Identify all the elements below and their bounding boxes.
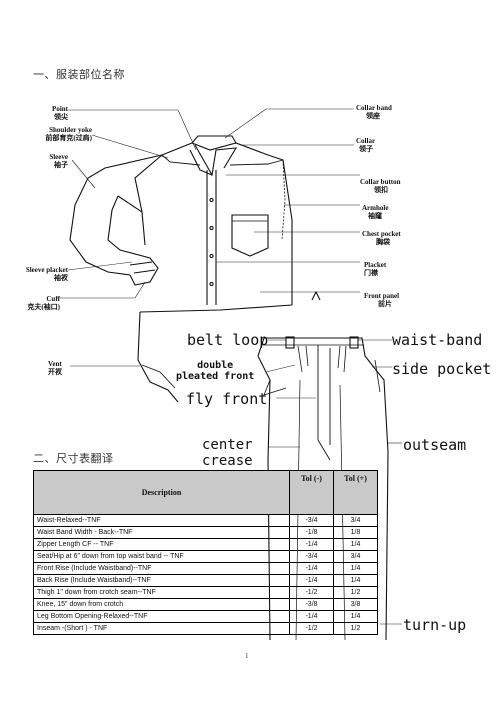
label-waist-band: waist-band: [392, 331, 483, 349]
label-sleeve-placket-cn: 袖衩: [54, 274, 68, 282]
section-title-garment-parts: 一、服装部位名称: [33, 69, 125, 81]
table-row: Leg Bottom Opening-Relaxed--TNF -1/4 1/4: [33, 610, 378, 623]
row-tol-minus: -3/4: [289, 514, 334, 527]
label-sleeve-placket-en: Sleeve placket: [25, 266, 68, 274]
label-armhole-en: Armhole: [362, 204, 389, 212]
label-chest-pocket-cn: 胸袋: [376, 238, 390, 246]
label-front-panel: Front panel 前片: [364, 292, 399, 308]
label-shoulder-yoke-en: Shoulder yoke: [49, 126, 92, 134]
label-sleeve: Sleeve 袖子: [8, 153, 68, 169]
label-placket: Placket 门襟: [364, 261, 386, 277]
label-collar: Collar 领子: [356, 137, 375, 153]
label-point: Point 领尖: [8, 105, 68, 121]
row-description: Leg Bottom Opening-Relaxed--TNF: [33, 610, 290, 623]
label-placket-cn: 门襟: [364, 269, 378, 277]
table-row: Zipper Length CF -- TNF -1/4 1/4: [33, 538, 378, 551]
table-row: Seat/Hip at 6" down from top waist band …: [33, 550, 378, 563]
table-row: Inseam -(Short ) - TNF -1/2 1/2: [33, 622, 378, 635]
row-tol-minus: -3/4: [289, 550, 334, 563]
label-fly-front: fly front: [186, 390, 268, 408]
row-tol-plus: 1/4: [333, 610, 378, 623]
header-description: Description: [33, 470, 290, 515]
row-tol-plus: 3/8: [333, 598, 378, 611]
label-chest-pocket: Chest pocket 胸袋: [362, 230, 401, 246]
label-chest-pocket-en: Chest pocket: [362, 230, 401, 238]
label-armhole: Armhole 袖窿: [362, 204, 388, 220]
label-side-pocket: side pocket: [392, 360, 492, 378]
label-outseam: outseam: [403, 436, 467, 454]
label-sleeve-cn: 袖子: [54, 161, 68, 169]
table-row: Back Rise (Include Waistband)--TNF -1/4 …: [33, 574, 378, 587]
row-tol-minus: -1/4: [289, 610, 334, 623]
row-tol-plus: 1/2: [333, 586, 378, 599]
section-title-size-table: 二、尺寸表翻译: [33, 453, 114, 465]
row-tol-minus: -1/4: [289, 562, 334, 575]
row-description: Front Rise (Include Waistband)--TNF: [33, 562, 290, 575]
page-number: 1: [245, 652, 249, 660]
label-vent-en: Vent: [48, 360, 62, 368]
row-tol-plus: 1/4: [333, 538, 378, 551]
label-collar-button-cn: 领扣: [374, 186, 388, 194]
label-front-panel-cn: 前片: [378, 300, 392, 308]
row-tol-plus: 1/2: [333, 622, 378, 635]
label-front-panel-en: Front panel: [364, 292, 400, 300]
table-header-row: Description Tol (-) Tol (+): [33, 470, 378, 515]
label-placket-en: Placket: [364, 261, 387, 269]
table-row: Front Rise (Include Waistband)--TNF -1/4…: [33, 562, 378, 575]
label-sleeve-placket: Sleeve placket 袖衩: [8, 266, 68, 282]
label-cuff-en: Cuff: [46, 295, 60, 303]
table-row: Waist-Relaxed--TNF -3/4 3/4: [33, 514, 378, 527]
label-double-pleated-front: double pleated front: [176, 360, 255, 382]
table-row: Thigh 1" down from crotch seam--TNF -1/2…: [33, 586, 378, 599]
row-tol-plus: 3/4: [333, 514, 378, 527]
label-shoulder-yoke-cn: 前部育克(过肩): [45, 134, 92, 142]
label-cuff: Cuff 克夫(袖口): [0, 295, 60, 311]
label-turn-up: turn-up: [403, 616, 467, 634]
row-tol-minus: -3/8: [289, 598, 334, 611]
row-tol-plus: 3/4: [333, 550, 378, 563]
label-point-en: Point: [52, 105, 68, 113]
row-description: Zipper Length CF -- TNF: [33, 538, 290, 551]
row-description: Waist-Relaxed--TNF: [33, 514, 290, 527]
label-collar-cn: 领子: [359, 145, 373, 153]
row-tol-minus: -1/2: [289, 586, 334, 599]
row-tol-plus: 1/8: [333, 526, 378, 539]
table-row: Waist Band Width - Back--TNF -1/8 1/8: [33, 526, 378, 539]
row-tol-minus: -1/2: [289, 622, 334, 635]
size-tolerance-table: Description Tol (-) Tol (+) Waist-Relaxe…: [33, 470, 378, 635]
label-belt-loop: belt loop: [187, 331, 269, 349]
row-tol-plus: 1/4: [333, 562, 378, 575]
row-description: Knee, 15" down from crotch: [33, 598, 290, 611]
row-tol-minus: -1/4: [289, 538, 334, 551]
table-row: Knee, 15" down from crotch -3/8 3/8: [33, 598, 378, 611]
label-collar-button-en: Collar button: [360, 178, 401, 186]
row-tol-minus: -1/8: [289, 526, 334, 539]
label-center-crease: center crease: [202, 437, 253, 469]
row-description: Inseam -(Short ) - TNF: [33, 622, 290, 635]
label-point-cn: 领尖: [54, 113, 68, 121]
label-sleeve-en: Sleeve: [49, 153, 68, 161]
label-armhole-cn: 袖窿: [368, 212, 382, 220]
header-tol-minus: Tol (-): [289, 470, 334, 515]
row-description: Waist Band Width - Back--TNF: [33, 526, 290, 539]
label-vent: Vent 开衩: [48, 360, 62, 376]
row-description: Seat/Hip at 6" down from top waist band …: [33, 550, 290, 563]
label-collar-en: Collar: [356, 137, 376, 145]
header-tol-plus: Tol (+): [333, 470, 378, 515]
label-collar-button: Collar button 领扣: [360, 178, 401, 194]
row-tol-plus: 1/4: [333, 574, 378, 587]
row-description: Back Rise (Include Waistband)--TNF: [33, 574, 290, 587]
label-collar-band-cn: 领座: [366, 112, 380, 120]
row-tol-minus: -1/4: [289, 574, 334, 587]
label-collar-band: Collar band 领座: [356, 104, 392, 120]
label-collar-band-en: Collar band: [356, 104, 392, 112]
label-vent-cn: 开衩: [48, 368, 62, 376]
label-shoulder-yoke: Shoulder yoke 前部育克(过肩): [8, 126, 92, 142]
label-cuff-cn: 克夫(袖口): [27, 303, 60, 311]
row-description: Thigh 1" down from crotch seam--TNF: [33, 586, 290, 599]
